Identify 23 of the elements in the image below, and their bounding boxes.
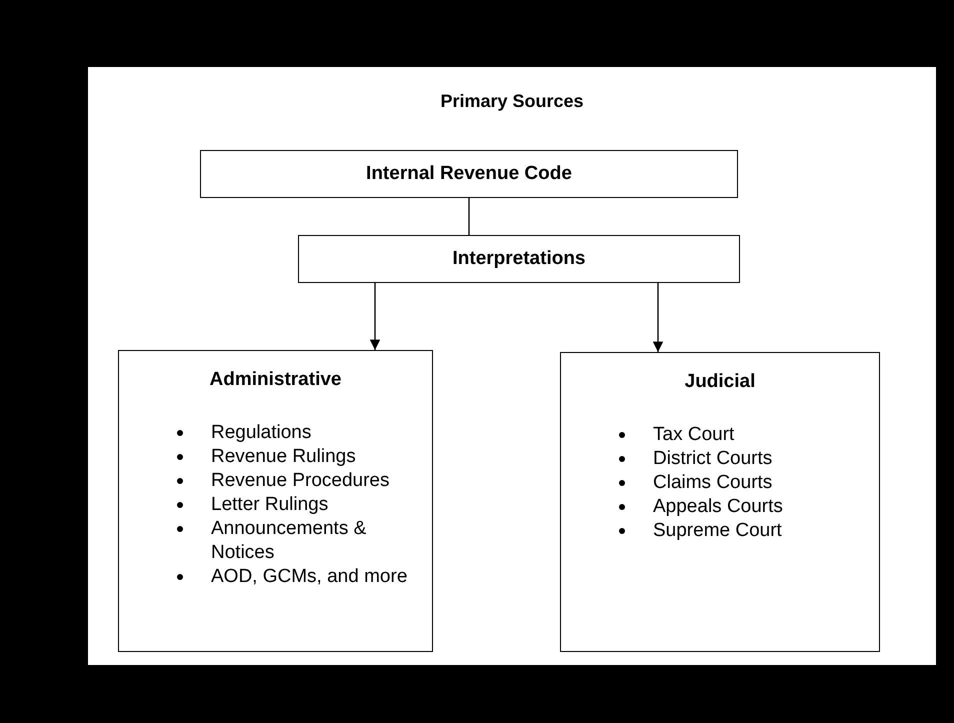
connector-line xyxy=(468,198,470,235)
box-heading: Internal Revenue Code xyxy=(366,163,572,185)
arrow xyxy=(370,283,380,350)
list-item: Claims Courts xyxy=(653,471,772,495)
process-box xyxy=(298,235,740,283)
list-item: Revenue Procedures xyxy=(211,469,390,493)
arrow xyxy=(652,283,664,352)
diagram-title: Primary Sources xyxy=(439,91,585,112)
process-box xyxy=(200,150,738,198)
list-item: Announcements & Notices xyxy=(211,517,368,565)
list-item: Regulations xyxy=(211,421,312,445)
box-heading: Interpretations xyxy=(452,248,586,270)
category-box xyxy=(560,352,880,652)
category-box xyxy=(118,350,433,652)
list-item: Revenue Rulings xyxy=(211,445,356,469)
box-heading: Judicial xyxy=(684,371,756,393)
list-item: District Courts xyxy=(653,447,772,471)
box-heading: Administrative xyxy=(208,369,342,391)
list-item: Tax Court xyxy=(653,423,734,447)
list-item: Supreme Court xyxy=(653,519,782,543)
list-item: Appeals Courts xyxy=(653,495,783,519)
list-item: Letter Rulings xyxy=(211,493,328,517)
list-item: AOD, GCMs, and more xyxy=(211,565,408,589)
